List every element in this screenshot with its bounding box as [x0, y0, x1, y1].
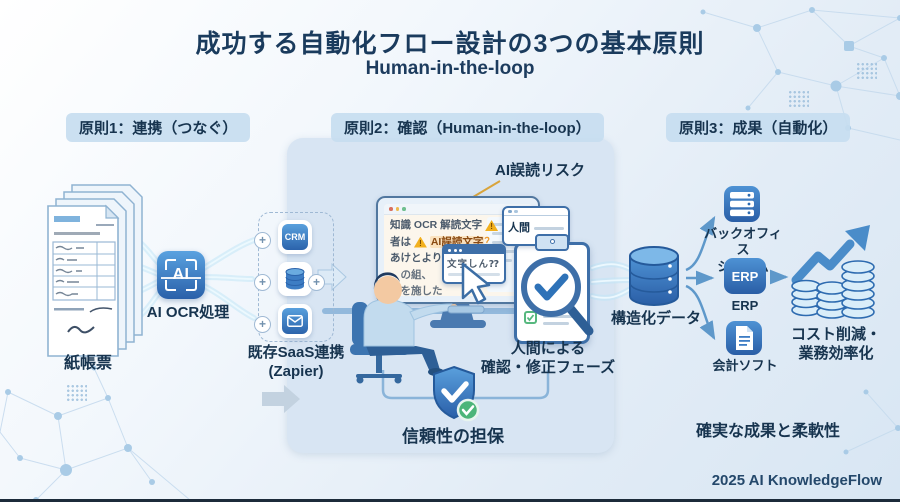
saas-label: 既存SaaS連携 (Zapier): [240, 344, 352, 382]
window-dot-icon: [402, 207, 406, 211]
clipboard-clip: [535, 234, 569, 251]
page-subtitle: Human-in-the-loop: [365, 58, 535, 79]
server-icon: [724, 186, 760, 222]
accounting-label: 会計ソフト: [712, 358, 778, 373]
cost-reduction-label: コスト削減・ 業務効率化: [784, 326, 888, 364]
paper-label: 紙帳票: [63, 355, 112, 372]
human-window-label: 人間: [508, 222, 530, 234]
window-dot-icon: [453, 248, 457, 252]
question-mark: ？: [484, 235, 495, 248]
window-dot-icon: [389, 207, 393, 211]
page-title: 成功する自動化フロー設計の3つの基本原則: [195, 30, 705, 58]
scan-line-icon: [161, 277, 201, 279]
window-dot-icon: [514, 209, 518, 214]
bottom-border: [0, 499, 900, 502]
cursor-icon: [461, 262, 491, 305]
scan-bracket-icon: [186, 259, 197, 270]
dot-grid-decoration: [856, 62, 877, 79]
cost-reduction-line2: 業務効率化: [798, 344, 874, 362]
ai-ocr-label: AI OCR処理: [146, 304, 230, 321]
scan-bracket-icon: [186, 280, 197, 291]
credit-text: 2025 AI KnowledgeFlow: [711, 472, 882, 489]
principle-2-label: 原則2：確認（Human-in-the-loop）: [331, 113, 604, 142]
structured-data-icon: [629, 246, 679, 306]
window-dot-icon: [508, 209, 512, 214]
text-line-placeholder: [534, 226, 564, 230]
window-dot-icon: [448, 248, 451, 252]
crm-icon-text: CRM: [284, 232, 306, 242]
saas-label-line1: 既存SaaS連携: [247, 344, 345, 361]
plus-icon: +: [254, 232, 271, 249]
ocr-line-4: の組、: [400, 268, 433, 281]
erp-icon: ERP: [724, 258, 766, 294]
scan-bracket-icon: [165, 280, 176, 291]
erp-icon-text: ERP: [731, 268, 759, 284]
dot-grid-decoration: [788, 90, 809, 107]
warning-icon: !: [485, 220, 499, 231]
scan-bracket-icon: [165, 259, 176, 270]
trust-label: 信頼性の担保: [402, 427, 504, 446]
plus-icon: +: [254, 316, 271, 333]
screen-toolbar: [384, 204, 532, 215]
saas-label-line2: (Zapier): [268, 362, 324, 380]
result-label: 確実な成果と柔軟性: [695, 423, 840, 440]
popup-text: 文字しん⁇: [447, 259, 500, 270]
window-dot-icon: [395, 207, 399, 211]
crm-icon: CRM: [278, 220, 312, 254]
clipboard-lines: [543, 313, 580, 325]
ocr-text-block: 知識 OCR 解読文字 ! 者は ! AI誤読文字？ あけとより の組、 を施し…: [390, 217, 499, 296]
popup-header: [444, 246, 504, 254]
review-label-line1: 人間による: [510, 340, 586, 357]
clipboard: [514, 242, 594, 344]
plus-icon: +: [254, 274, 271, 291]
email-icon: [278, 304, 312, 338]
backoffice-label-line1: バックオフィス: [704, 226, 782, 258]
cost-reduction-icon: [791, 225, 875, 319]
principle-3-label: 原則3：成果（自動化）: [666, 113, 851, 142]
window-header: [504, 208, 568, 216]
plus-icon: +: [308, 274, 325, 291]
ocr-line-5: を施した: [400, 285, 443, 296]
dot-grid-decoration: [66, 384, 87, 401]
ocr-line-3: あけとより: [390, 252, 443, 264]
warning-icon: !: [413, 236, 427, 248]
principle-1-label: 原則1：連携（つなぐ）: [66, 113, 251, 142]
cost-reduction-line1: コスト削減・: [790, 326, 881, 343]
ai-misread-risk-callout: AI誤読リスク: [494, 162, 585, 179]
erp-label: ERP: [731, 298, 759, 313]
shield-check-icon: [433, 365, 480, 422]
ocr-line-1: 知識 OCR 解読文字 !: [390, 217, 499, 234]
window-dot-icon: [459, 248, 462, 252]
database-icon: [278, 262, 312, 296]
structured-data-label: 構造化データ: [610, 310, 701, 327]
accounting-doc-icon: [726, 321, 762, 355]
ai-ocr-icon: AI: [157, 251, 205, 299]
